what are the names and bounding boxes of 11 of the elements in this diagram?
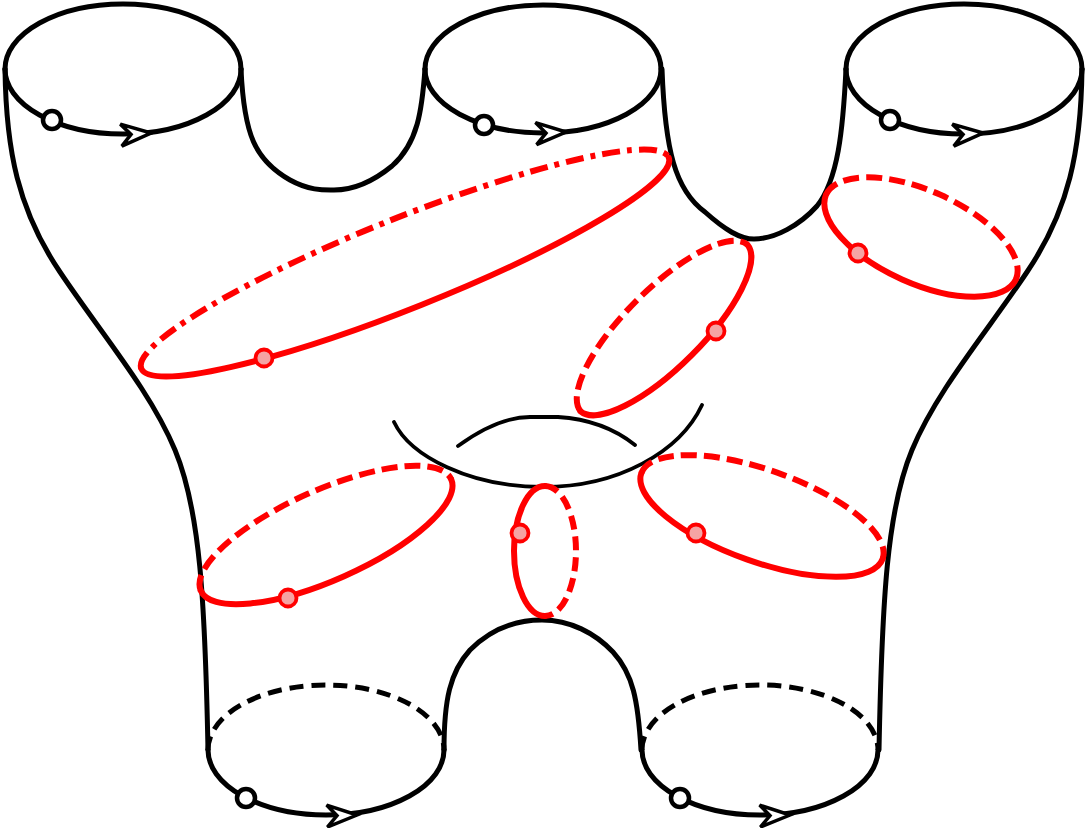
closed-curve [196, 462, 456, 608]
boundary-circle [843, 1, 1085, 137]
closed-curve [821, 174, 1021, 300]
boundary-circle [2, 1, 244, 137]
boundary-circle [639, 682, 881, 818]
closed-curve [138, 146, 672, 380]
boundary-circle [205, 682, 447, 818]
closed-curve [637, 452, 887, 580]
boundary-circle [422, 2, 664, 136]
closed-curve [573, 237, 755, 419]
closed-curve [511, 483, 579, 619]
